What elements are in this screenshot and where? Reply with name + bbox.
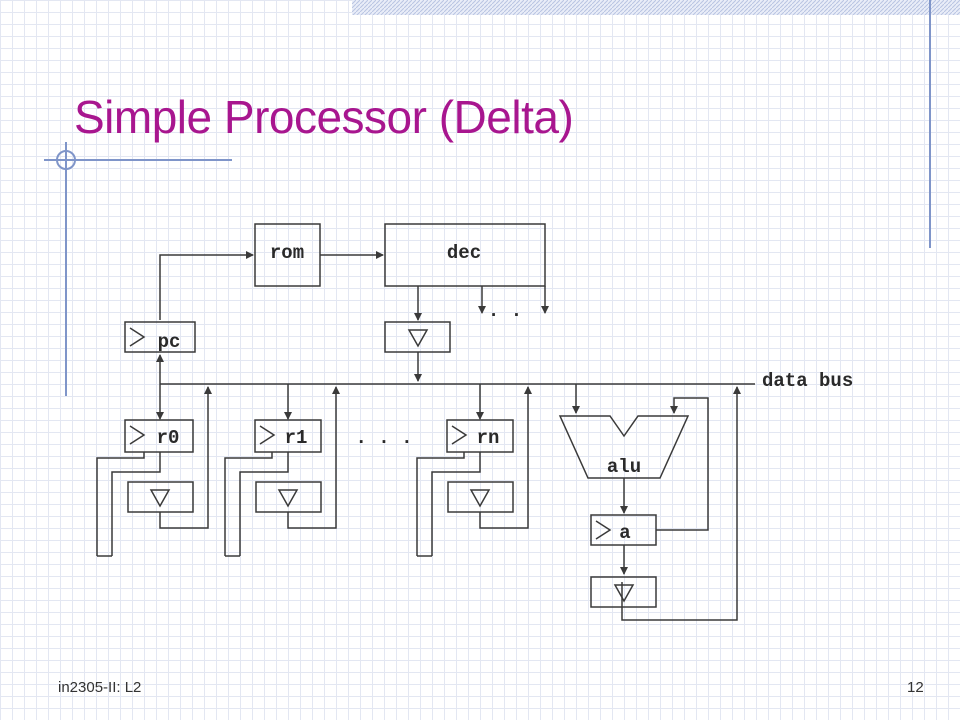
rn-tristate-triangle: [469, 489, 491, 508]
hatched-strip: [352, 0, 960, 15]
a-clock-symbol: [595, 520, 612, 540]
r1-out-wire-1: [239, 452, 289, 548]
a-to-bus-wire: [621, 386, 741, 621]
r0-tristate-box: [127, 481, 194, 513]
pc-label: pc: [158, 331, 181, 353]
r1-tristate-triangle: [277, 489, 299, 508]
dec-tristate-box: [384, 321, 451, 353]
rn-label: rn: [477, 427, 500, 449]
rn-out-wire-2: [416, 452, 465, 548]
r1-tristate-box: [255, 481, 322, 513]
alu-shape: [558, 415, 690, 479]
accent-circle: [56, 150, 76, 170]
r1-to-bus-wire: [287, 386, 340, 529]
a-tristate-box: [590, 576, 657, 608]
r1-label: r1: [285, 427, 308, 449]
alu-label: alu: [607, 456, 641, 478]
r0-out-wire-2: [96, 452, 145, 548]
dec-tristate-triangle: [407, 329, 429, 348]
a-label: a: [619, 522, 630, 544]
rn-tristate-box: [447, 481, 514, 513]
dec-dots-label: . .: [488, 300, 522, 322]
r0-to-bus-wire: [159, 386, 212, 529]
pc-clock-symbol: [129, 327, 146, 347]
a-tristate-triangle: [613, 584, 635, 603]
r0-clock-symbol: [129, 425, 146, 445]
pc-to-rom-wire: [159, 251, 254, 320]
a-to-alu-feedback: [656, 397, 709, 531]
page-number: 12: [907, 679, 924, 696]
data-bus-label: data bus: [762, 370, 853, 392]
r0-box: [124, 419, 194, 453]
footer-course-label: in2305-II: L2: [58, 679, 142, 696]
dec-box: [384, 223, 546, 287]
rom-label: rom: [270, 242, 304, 264]
rn-clock-symbol: [451, 425, 468, 445]
r0-out-wire-1: [111, 452, 161, 548]
rn-out-wire-1: [431, 452, 481, 548]
r1-clock-symbol: [259, 425, 276, 445]
r0-label: r0: [157, 427, 180, 449]
slide-title: Simple Processor (Delta): [74, 91, 574, 143]
dec-label: dec: [447, 242, 481, 264]
register-dots-label: . . .: [355, 427, 412, 449]
rn-to-bus-wire: [479, 386, 532, 529]
r1-out-wire-2: [224, 452, 273, 548]
r0-tristate-triangle: [149, 489, 171, 508]
pc-box: [124, 321, 196, 353]
